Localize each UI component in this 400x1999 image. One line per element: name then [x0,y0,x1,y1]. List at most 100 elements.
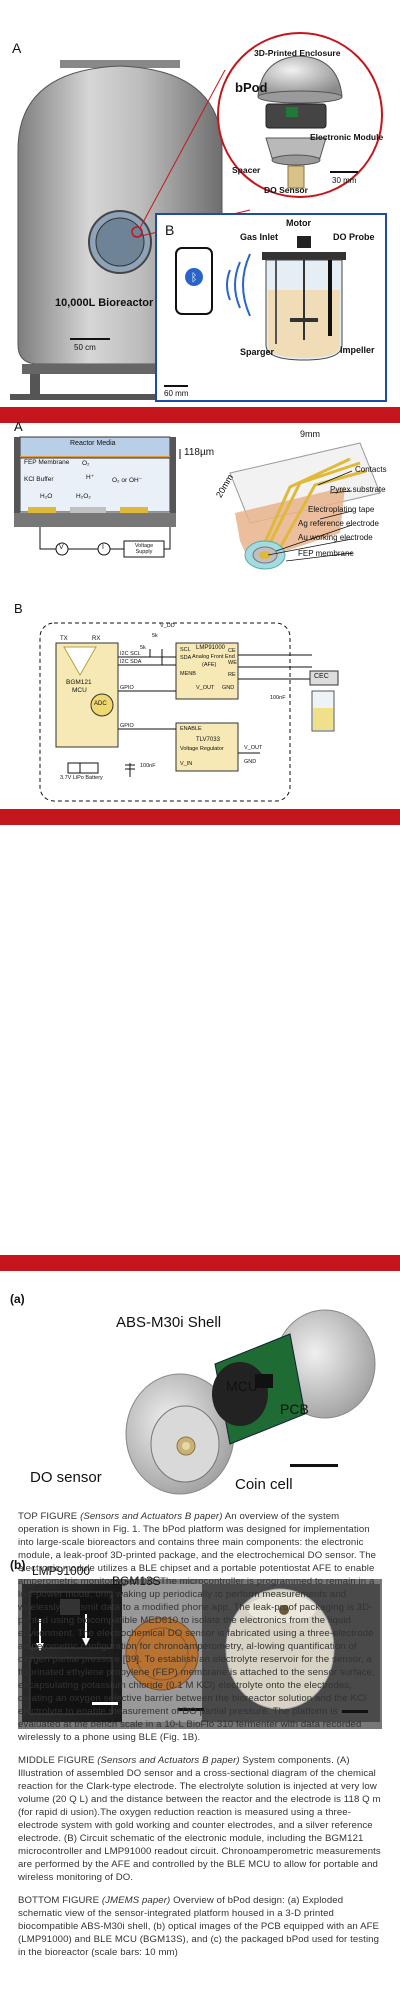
figure-caption: TOP FIGURE (Sensors and Actuators B pape… [18,1510,382,1969]
label-pyrex: Pyrex substrate [330,485,386,494]
fig2-label-a: A [14,419,23,434]
label-r5k-2: 5k [140,645,146,651]
label-r5k-1: 5k [152,633,158,639]
fig1-label-b: B [165,222,175,238]
caption-bottom: BOTTOM FIGURE (JMEMS paper) Overview of … [18,1894,382,1959]
label-bioreactor: 10,000L Bioreactor [55,297,154,309]
label-mcu-3: MCU [226,1378,258,1394]
figure-bottom: (a) ABS-M30i Shell MCU PCB DO sensor Coi… [0,1274,400,1994]
label-gpio-1: GPIO [120,685,134,691]
label-ag: Ag reference electrode [298,519,379,528]
label-tx: TX [60,636,68,642]
label-afe-1: Analog Front End [192,654,235,660]
module-chip [286,107,298,117]
label-sda: SDA [180,655,192,661]
label-bpod: bPod [235,80,268,95]
label-lmp91000: LMP91000 [196,645,226,651]
label-enable: ENABLE [180,726,202,732]
label-mcu: MCU [72,687,87,694]
label-bgm121: BGM121 [66,679,92,686]
label-voltage-supply: Voltage Supply [134,543,154,555]
figure-middle-illustration [14,436,381,802]
tank-floor [10,394,230,400]
caption-middle: MIDDLE FIGURE (Sensors and Actuators B p… [18,1754,382,1884]
vessel-lid [262,252,346,260]
bpod-enclosure-dome [257,55,343,97]
label-gpio-2: GPIO [120,723,134,729]
caption-bottom-body: Overview of bPod design: (a) Exploded sc… [18,1895,380,1958]
electrode-2 [70,507,106,513]
adc-block [90,693,114,717]
label-contacts: Contacts [355,465,387,474]
label-scale-30mm: 30 mm [332,176,357,185]
label-enclosure: 3D-Printed Enclosure [254,48,341,58]
label-bgm13s: BGM13S [112,1574,161,1588]
separator-bar-2 [0,809,400,825]
label-impeller: Impeller [340,345,375,355]
wireless-wave-1 [226,269,231,301]
label-hplus: H⁺ [86,474,95,481]
label-afe-2: (AFE) [202,662,217,668]
label-re: RE [228,672,236,678]
tank-base [22,364,218,374]
label-sparger: Sparger [240,347,275,357]
tank-leg-left [30,374,40,396]
lipo-battery-icon [67,762,99,774]
label-100nf: 100nF [270,695,286,701]
wireless-wave-3 [242,253,251,317]
scale-bar-b2 [178,1708,204,1711]
label-module: Electronic Module [310,132,384,142]
label-scale-60mm: 60 mm [164,389,189,398]
label-coin-cell: Coin cell [235,1476,293,1493]
caption-top-source: (Sensors and Actuators B paper) [80,1511,223,1522]
label-kcl: KCl Buffer [24,476,54,483]
motor-icon [297,236,311,248]
bpod-location-marker [131,226,143,238]
caption-top-body: An overview of the system operation is s… [18,1511,377,1743]
caption-middle-body: System components. (A) Illustration of a… [18,1755,381,1883]
label-fep: FEP Membrane [24,459,70,466]
voltage-supply-box [123,540,165,558]
label-volt-v: V [59,544,64,551]
figure-top-illustration: ᛒ [10,32,387,402]
lmp91000-block [175,642,239,700]
cec-box [309,670,339,686]
label-au: Au working electrode [298,533,373,542]
caption-middle-head: MIDDLE FIGURE [18,1755,95,1766]
label-o2-or-oh: O₂ or OH⁻ [112,477,143,484]
label-regulator: Voltage Regulator [180,746,224,752]
label-lmp91000-3: LMP91000 [32,1564,91,1578]
caption-middle-source: (Sensors and Actuators B paper) [97,1755,240,1766]
electrode-3 [120,507,148,513]
zoom-connector-top [139,69,226,229]
fig3-label-b: (b) [10,1558,26,1572]
mcu-chip [255,1374,273,1388]
label-do-probe: DO Probe [333,232,375,242]
fig3-label-a: (a) [10,1292,25,1306]
label-vout: V_OUT [196,685,215,691]
packaged-bpod [225,1588,335,1710]
do-sensor-chip [287,165,305,189]
bpod-spacer [265,137,327,159]
figure-top: ᛒ A 3D-Printed Enclosure bPod Electronic… [0,0,400,405]
label-i2c-scl: I2C SCL [120,651,141,657]
caption-bottom-source: (JMEMS paper) [101,1895,171,1906]
label-vin: V_IN [180,761,193,767]
label-ce: CE [228,648,236,654]
label-menb: MENB [180,671,196,677]
figure-bottom-illustration [18,1309,382,1729]
label-do-sensor-3: DO sensor [30,1469,102,1486]
label-motor: Motor [286,218,311,228]
label-shell: ABS-M30i Shell [116,1314,222,1331]
label-o2: O₂ [82,460,90,467]
caption-top: TOP FIGURE (Sensors and Actuators B pape… [18,1510,382,1744]
label-vdd: V_DD [160,623,175,629]
caption-bottom-head: BOTTOM FIGURE [18,1895,100,1906]
kcl-buffer-layer [19,457,171,513]
figure-middle: A Reactor Media FEP Membrane KCl Buffer … [0,419,400,809]
scale-bar-b3 [342,1710,368,1713]
label-rx: RX [92,636,101,642]
contact-trace-3 [260,457,351,550]
label-100nf-2: 100nF [140,763,156,769]
label-we: WE [228,660,237,666]
